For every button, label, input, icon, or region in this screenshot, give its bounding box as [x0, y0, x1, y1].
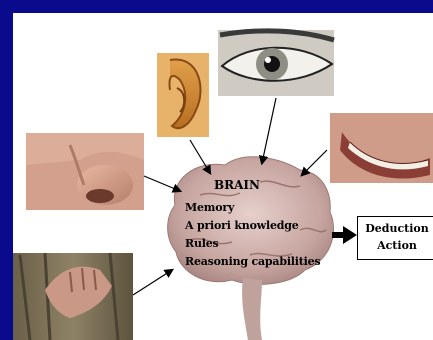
eye-icon	[218, 30, 334, 96]
brain-item-apriori: A priori knowledge	[185, 219, 299, 232]
nose-icon	[26, 133, 144, 210]
brain-item-reasoning: Reasoning capabilities	[185, 255, 320, 268]
ear-icon	[157, 53, 209, 137]
output-box: Deduction Action	[357, 216, 433, 260]
hand-icon	[13, 253, 133, 340]
brain-item-memory: Memory	[185, 201, 234, 214]
mouth-icon	[330, 113, 433, 183]
brain-item-rules: Rules	[185, 237, 219, 250]
output-deduction-label: Deduction	[358, 220, 433, 237]
output-action-label: Action	[358, 237, 433, 254]
brain-title: BRAIN	[214, 178, 260, 192]
